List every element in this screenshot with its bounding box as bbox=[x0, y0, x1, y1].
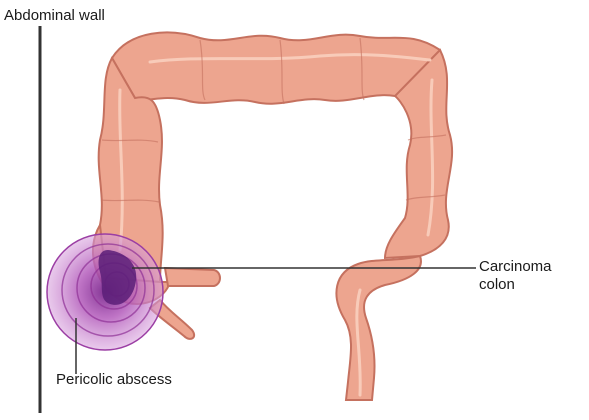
pericolic-abscess-label: Pericolic abscess bbox=[56, 371, 172, 389]
carcinoma-label-line1: Carcinoma bbox=[479, 258, 552, 276]
colon bbox=[93, 33, 452, 400]
transverse-colon bbox=[112, 33, 445, 104]
abdominal-wall-label: Abdominal wall bbox=[4, 7, 105, 25]
carcinoma-colon-label: Carcinoma colon bbox=[479, 258, 552, 294]
colon-highlights bbox=[120, 55, 433, 395]
sigmoid-colon bbox=[336, 256, 421, 400]
ileum bbox=[165, 268, 220, 286]
carcinoma-label-line2: colon bbox=[479, 276, 552, 294]
